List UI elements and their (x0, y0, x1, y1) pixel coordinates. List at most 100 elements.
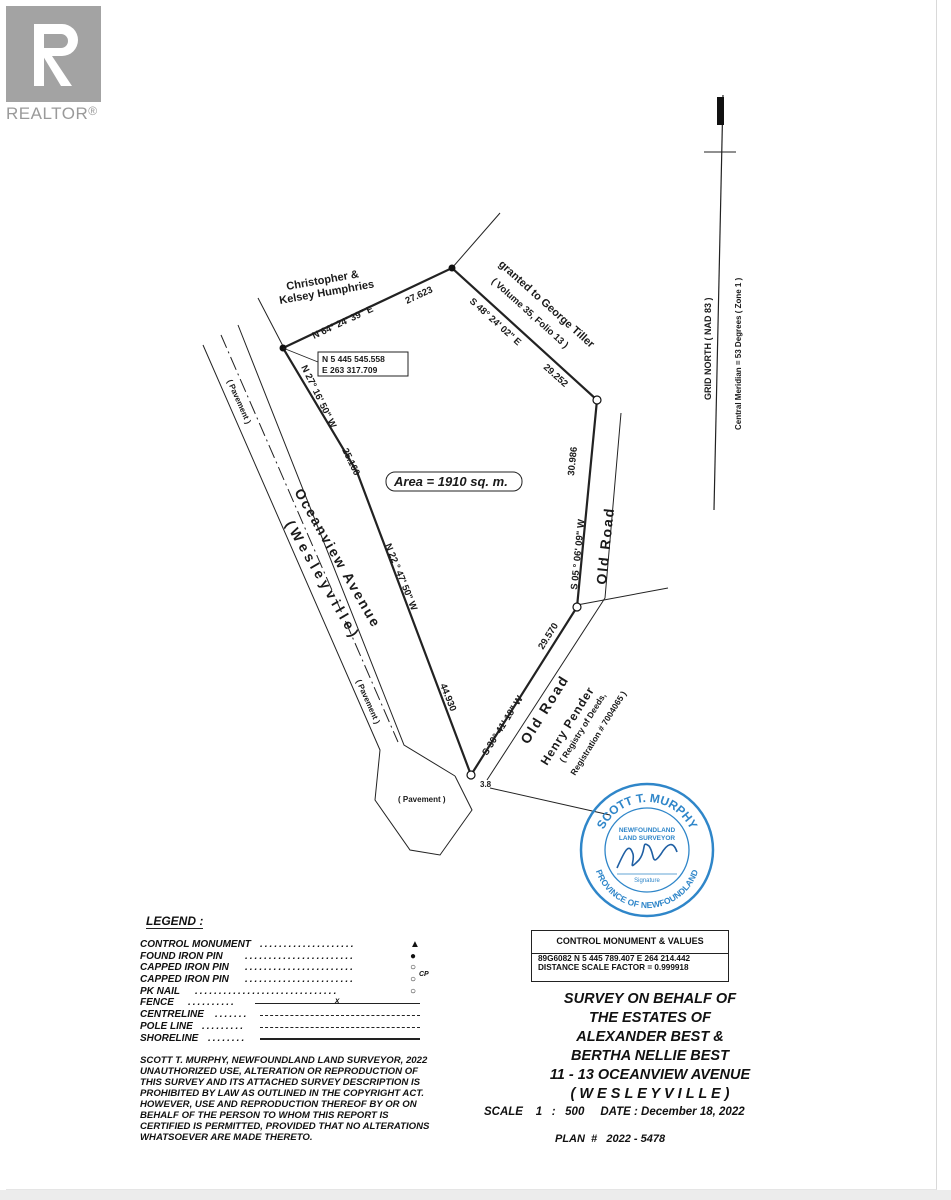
capped-iron-pin-icon: ○ (410, 962, 417, 974)
legend-dots: .................... (260, 939, 356, 950)
shoreline-line (260, 1037, 420, 1040)
control-monument-icon: ▲ (410, 939, 420, 950)
adjacent-line-west (257, 297, 285, 349)
survey-date: December 18, 2022 (641, 1106, 745, 1118)
copyright-line: PROHIBITED BY LAW AS OUTLINED IN THE COP… (140, 1088, 425, 1099)
old-road-edge (486, 412, 622, 781)
legend-name: CENTRELINE (140, 1009, 204, 1021)
coordinate-easting: E 263 317.709 (322, 365, 378, 375)
road-east-edge (237, 324, 456, 777)
capped-iron-pin-s (466, 770, 476, 780)
pavement-label-west: ( Pavement ) (225, 378, 253, 425)
copyright-line: BEHALF OF THE PERSON TO WHOM THIS REPORT… (140, 1110, 389, 1121)
control-monument-box: CONTROL MONUMENT & VALUES 89G6082 N 5 44… (531, 930, 729, 982)
control-monument-title: CONTROL MONUMENT & VALUES (532, 931, 728, 954)
page-border (6, 0, 937, 1190)
legend-dots: ......... (202, 1020, 246, 1032)
bearing-north: N 64° 24' 39" E (311, 304, 375, 342)
distance-northeast: 29.252 (541, 362, 570, 390)
copyright-line: WHATSOEVER ARE MADE THERETO. (140, 1132, 313, 1143)
plan-label: PLAN # (555, 1133, 598, 1145)
capped-iron-pin-ne (592, 395, 602, 405)
bearing-west-lower: N 22 ° 47' 50" W (382, 542, 419, 612)
area-box (385, 471, 523, 492)
legend-name: SHORELINE (140, 1032, 199, 1044)
legend-row-found-iron-pin: FOUND IRON PIN ....................... ● (140, 951, 440, 963)
bottom-strip (0, 1190, 951, 1200)
legend-row-capped-iron-pin-cp: CAPPED IRON PIN ....................... … (140, 971, 440, 986)
title-line: SURVEY ON BEHALF OF (563, 991, 737, 1007)
found-iron-pin-n (448, 264, 456, 272)
legend-row-capped-iron-pin: CAPPED IRON PIN ....................... … (140, 962, 440, 974)
legend-name: CAPPED IRON PIN (140, 962, 229, 974)
title-line: ( W E S L E Y V I L L E ) (570, 1086, 730, 1102)
scale-label: SCALE (484, 1106, 523, 1118)
plan-number: 2022 - 5478 (606, 1133, 666, 1145)
date-label: DATE : (600, 1106, 638, 1118)
legend-name: CONTROL MONUMENT (140, 939, 251, 950)
pole-line (260, 1026, 420, 1028)
legend-dots: ....................... (245, 962, 355, 974)
realtor-logo-text: REALTOR® (6, 104, 98, 123)
realtor-logo-icon (6, 6, 101, 102)
cp-marker: CP (419, 971, 429, 979)
road-centreline (220, 334, 399, 743)
legend-name: CAPPED IRON PIN (140, 974, 229, 986)
copyright-line: CERTIFIED IS PERMITTED, PROVIDED THAT NO… (140, 1121, 430, 1132)
realtor-r-icon (34, 24, 78, 86)
legend-row-pole-line: POLE LINE ......... (140, 1021, 440, 1033)
legend-row-pk-nail: PK NAIL .............................. ○ (140, 986, 440, 998)
found-iron-pin-icon: ● (410, 950, 417, 962)
coordinate-northing: N 5 445 545.558 (322, 354, 385, 364)
bearing-east-upper: S 05 ° 06' 09" W (569, 519, 587, 591)
title-line: THE ESTATES OF (589, 1010, 711, 1026)
scale-value: 1 : 500 (535, 1106, 585, 1118)
copyright-line: HOWEVER, USE AND REPRODUCTION THEREOF BY… (140, 1099, 417, 1110)
legend-dots: ....... (215, 1009, 249, 1021)
adjacent-line-south (489, 787, 611, 816)
legend-dots: ........ (208, 1032, 247, 1044)
stamp-center-line-1: NEWFOUNDLAND (619, 827, 676, 834)
control-monument-values: 89G6082 N 5 445 789.407 E 264 214.442 (538, 954, 691, 963)
fence-line (255, 1003, 420, 1005)
pavement-label-cul-de-sac: ( Pavement ) (398, 795, 446, 804)
copyright-line: UNAUTHORIZED USE, ALTERATION OR REPRODUC… (140, 1066, 419, 1077)
copyright-line: SCOTT T. MURPHY, NEWFOUNDLAND LAND SURVE… (140, 1055, 428, 1066)
title-line: 11 - 13 OCEANVIEW AVENUE (549, 1067, 751, 1083)
grid-north-label: GRID NORTH ( NAD 83 ) (703, 297, 713, 400)
legend-name: FOUND IRON PIN (140, 950, 223, 962)
legend-title: LEGEND : (146, 914, 204, 929)
signature-mark (616, 843, 678, 869)
area-label: Area = 1910 sq. m. (393, 474, 508, 489)
stamp-signature-label: Signature (634, 878, 660, 884)
capped-iron-pin-cp-icon: ○ (410, 974, 417, 986)
legend-dots: ....................... (245, 974, 355, 986)
title-block: SURVEY ON BEHALF OF THE ESTATES OF ALEXA… (520, 990, 780, 1104)
legend-row-fence: FENCE .......... x (140, 996, 440, 1009)
pavement-label-east: ( Pavement ) (354, 678, 382, 725)
distance-west-lower: 44.930 (437, 682, 458, 713)
realtor-logo[interactable]: REALTOR® (6, 6, 110, 124)
legend-name: POLE LINE (140, 1020, 193, 1032)
legend-dots: .............................. (195, 985, 339, 997)
pk-nail-icon: ○ (410, 985, 417, 997)
stamp-center-line-2: LAND SURVEYOR (619, 835, 676, 842)
coordinate-leader (282, 347, 319, 363)
title-line: BERTHA NELLIE BEST (571, 1048, 729, 1064)
bearing-south: S 30° 41' 18" W (480, 694, 525, 758)
surveyor-stamp: SCOTT T. MURPHY PROVINCE OF NEWFOUNDLAND… (579, 782, 715, 918)
legend: LEGEND : CONTROL MONUMENT ..............… (140, 912, 440, 1044)
legend-row-centreline: CENTRELINE ....... (140, 1009, 440, 1021)
centreline-line (260, 1015, 420, 1017)
grid-north-arrow (704, 94, 736, 511)
distance-east-upper: 30.986 (566, 446, 580, 476)
fence-marker: x (335, 996, 340, 1006)
legend-name: FENCE (140, 997, 174, 1009)
distance-scale-factor: DISTANCE SCALE FACTOR = 0.999918 (538, 963, 689, 972)
plan-number-line: PLAN # 2022 - 5478 (555, 1133, 665, 1145)
legend-row-shoreline: SHORELINE ........ (140, 1033, 440, 1045)
adjacent-line-east (576, 587, 669, 606)
old-road-label-east: Old Road (593, 506, 617, 585)
legend-dots: ....................... (245, 950, 355, 962)
